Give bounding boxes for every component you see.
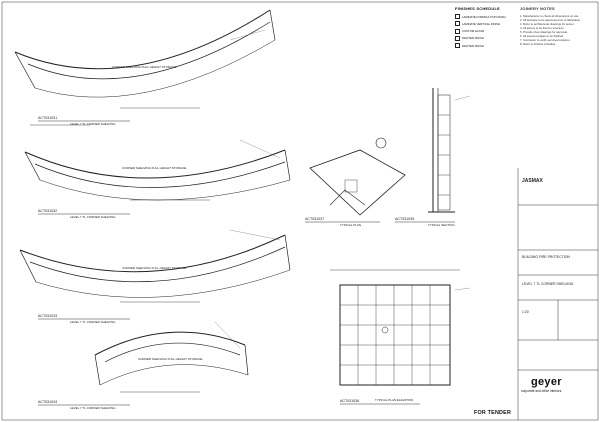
note-line: 4. All joinery to be fixed to structure. xyxy=(520,25,565,30)
project-title: BUILDING FIRE PROTECTION xyxy=(522,255,570,259)
note-line: 6. All exposed edges to be finished. xyxy=(520,34,565,39)
elevation-grid xyxy=(330,269,460,386)
section-view xyxy=(428,88,455,213)
note-line: 7. Contractor to verify services locatio… xyxy=(520,38,571,43)
firm-logo: geyer xyxy=(531,376,562,388)
finish-item: PAINTED FINISH xyxy=(455,43,515,49)
firm-tagline: corporate and office interiors xyxy=(521,389,562,393)
finish-item: PAINTED FINISH xyxy=(455,35,515,41)
arc-label-3: CORNER SHELVING FULL HEIGHT STORAGE xyxy=(122,266,187,270)
view-caption-4: LEVEL 7 TL CORNER SHELVING xyxy=(70,406,116,410)
drawing-scale: 1:20 xyxy=(522,310,529,314)
finish-item: LAMINATE VERTICAL FINISH xyxy=(455,21,515,27)
arc-label-4: CORNER SHELVING FULL HEIGHT STORAGE xyxy=(138,357,203,361)
arc-view-1 xyxy=(14,9,276,126)
arc-label-2: CORNER SHELVING FULL HEIGHT STORAGE xyxy=(122,166,187,170)
view-ref-1: ACT031031 xyxy=(38,116,58,120)
view-ref-2: ACT031032 xyxy=(38,209,58,213)
note-line: 5. Provide shop drawings for approval. xyxy=(520,29,568,34)
plan-ref: ACT031037 xyxy=(305,217,325,221)
plan-view xyxy=(309,137,406,216)
note-line: 3. Refer to architectural drawings for s… xyxy=(520,21,575,26)
note-line: 8. Refer to finishes schedule. xyxy=(520,42,557,47)
section-ref: ACT031035 xyxy=(395,217,415,221)
plan-caption: TYPICAL PLAN xyxy=(340,223,362,227)
finish-item: CUSTOM GLASS xyxy=(455,28,515,34)
elevation-caption: TYPICAL PLAN ELEVATION xyxy=(375,398,414,402)
client-name: JASMAX xyxy=(522,178,543,184)
finish-item: LAMINATE FORMICA TOP FINISH xyxy=(455,14,515,19)
view-caption-1: LEVEL 7 TL CORNER SHELVING xyxy=(70,122,116,126)
tender-status: FOR TENDER xyxy=(474,410,512,416)
arc-view-2 xyxy=(24,149,291,201)
finishes-schedule: FINISHES SCHEDULE LAMINATE FORMICA TOP F… xyxy=(455,6,515,50)
note-line: 1. Manufacturer to check all dimensions … xyxy=(520,13,580,18)
section-caption: TYPICAL SECTION xyxy=(428,223,455,227)
view-caption-2: LEVEL 7 TL CORNER SHELVING xyxy=(70,215,116,219)
note-line: 2. All laminate to be approved prior to … xyxy=(520,17,581,22)
joinery-notes-title: JOINERY NOTES xyxy=(520,6,555,11)
arc-view-4 xyxy=(94,331,249,393)
joinery-notes: JOINERY NOTES 1. Manufacturer to check a… xyxy=(520,6,596,46)
view-ref-4: ACT031034 xyxy=(38,400,58,404)
arc-label-1: CORNER SHELVING FULL HEIGHT STORAGE xyxy=(112,65,177,69)
finishes-title: FINISHES SCHEDULE xyxy=(455,6,500,11)
drawing-title: LEVEL 7 TL CORNER SHELVING xyxy=(522,282,574,286)
view-caption-3: LEVEL 7 TL CORNER SHELVING xyxy=(70,320,116,324)
view-ref-3: ACT031033 xyxy=(38,314,58,318)
elevation-ref: ACT031036 xyxy=(340,399,360,403)
arc-view-3 xyxy=(19,234,291,303)
